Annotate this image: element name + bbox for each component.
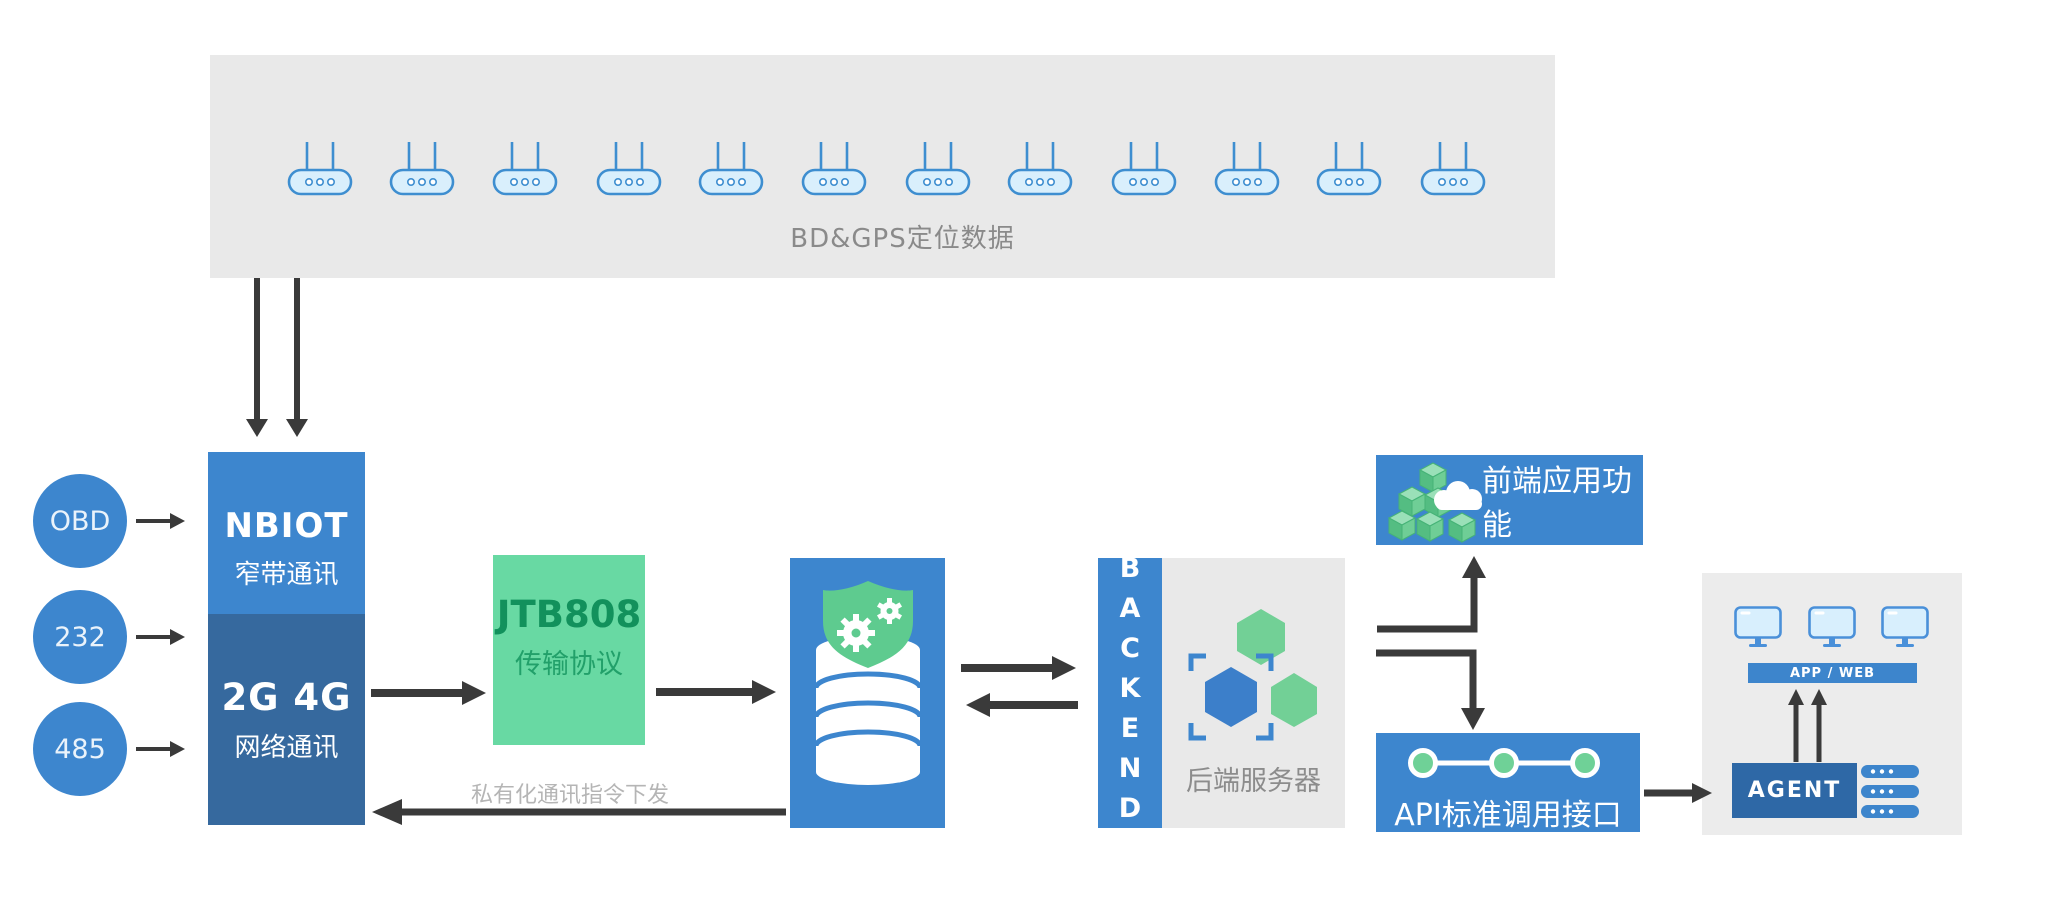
agent-box: AGENT: [1732, 763, 1857, 818]
downlink-annotation: 私有化通讯指令下发: [470, 783, 669, 808]
nbiot-title: NBIOT: [224, 505, 349, 546]
client-panel: APP / WEB AGENT: [1702, 573, 1962, 835]
cellular-subtitle: 网络通讯: [234, 732, 339, 763]
arrow-232-to-comm: [136, 629, 185, 645]
input-node-232-label: 232: [54, 621, 106, 653]
protocol-box: JTB808 传输协议: [493, 555, 645, 745]
input-node-obd: OBD: [33, 474, 127, 568]
input-node-485-label: 485: [54, 733, 106, 765]
api-interface-box: API标准调用接口: [1376, 733, 1640, 833]
protocol-subtitle: 传输协议: [515, 649, 623, 680]
arrow-gateway-to-backend: [961, 656, 1076, 680]
arrow-backend-to-frontend: [1377, 556, 1486, 633]
input-node-obd-label: OBD: [49, 505, 111, 537]
app-web-bar: APP / WEB: [1748, 663, 1917, 683]
nbiot-section: NBIOT 窄带通讯: [208, 452, 365, 614]
backend-caption: 后端服务器: [1186, 766, 1321, 797]
arrow-backend-to-api: [1376, 649, 1485, 730]
arrow-obd-to-comm: [136, 513, 185, 529]
comm-module-box: NBIOT 窄带通讯 2G 4G 网络通讯: [208, 452, 365, 825]
input-node-485: 485: [33, 702, 127, 796]
nbiot-subtitle: 窄带通讯: [234, 559, 339, 590]
arrow-gps-to-comm-2: [286, 278, 308, 437]
backend-server-panel: 后端服务器: [1162, 558, 1345, 828]
gps-data-panel: BD&GPS定位数据: [210, 55, 1555, 278]
frontend-app-label: 前端应用功能: [1482, 464, 1632, 543]
arrow-gps-to-comm-1: [246, 278, 268, 437]
arrow-485-to-comm: [136, 741, 185, 757]
cellular-section: 2G 4G 网络通讯: [208, 614, 365, 825]
secure-gateway-box: [790, 558, 945, 828]
arrow-comm-to-protocol: [371, 681, 486, 705]
arrow-backend-to-gateway: [966, 693, 1078, 717]
api-interface-label: API标准调用接口: [1394, 798, 1622, 833]
protocol-title: JTB808: [496, 593, 642, 636]
backend-bar: BACKEND: [1098, 553, 1162, 833]
arrow-protocol-to-gateway: [656, 680, 776, 704]
frontend-app-box: 前端应用功能: [1376, 455, 1643, 545]
gps-panel-caption: BD&GPS定位数据: [790, 224, 1015, 254]
cellular-title: 2G 4G: [221, 675, 352, 719]
input-node-232: 232: [33, 590, 127, 684]
